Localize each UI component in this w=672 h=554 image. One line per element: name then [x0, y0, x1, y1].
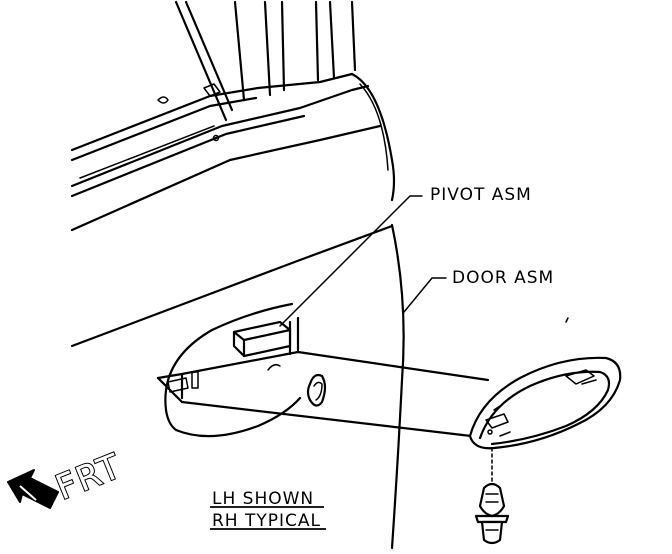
- rocker-moulding-part: [468, 356, 622, 450]
- door-body-panel: [70, 0, 405, 550]
- pivot-assembly: [232, 320, 292, 358]
- pivot-asm-label: PIVOT ASM: [430, 185, 532, 205]
- door-asm-leader: [403, 277, 447, 313]
- push-pin-fastener: [474, 447, 510, 545]
- orientation-note: LH SHOWN RH TYPICAL: [210, 489, 326, 531]
- speck-mark: [565, 317, 569, 323]
- pivot-asm-leader: [279, 195, 423, 327]
- lh-shown-label: LH SHOWN: [212, 489, 314, 509]
- door-hem-panel: [156, 316, 490, 440]
- leader-lines: [279, 195, 447, 327]
- frt-label: FRT: [50, 446, 128, 508]
- door-asm-label: DOOR ASM: [452, 268, 554, 288]
- front-direction-arrow-icon: [7, 469, 59, 509]
- rh-typical-label: RH TYPICAL: [212, 511, 321, 531]
